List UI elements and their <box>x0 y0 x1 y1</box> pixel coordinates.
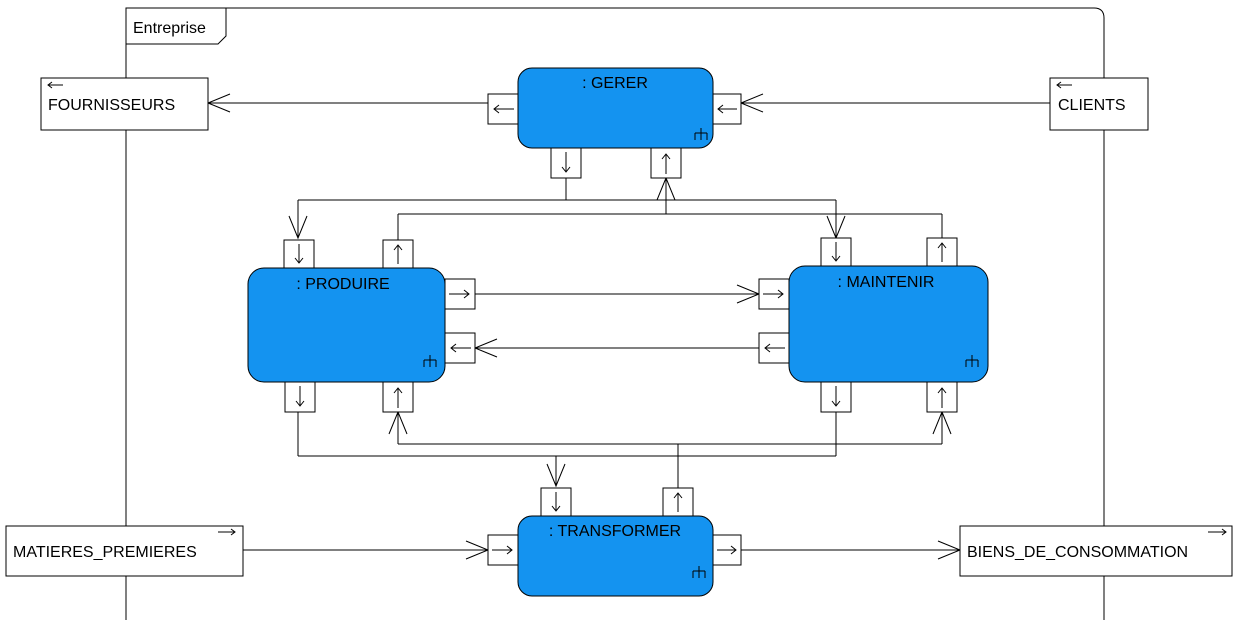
port-in-icon <box>926 381 958 413</box>
gerer-label: : GERER <box>582 75 648 92</box>
port-out-icon <box>712 534 742 566</box>
port-out-icon <box>926 237 958 267</box>
clients-label: CLIENTS <box>1058 97 1126 114</box>
maintenir-label: : MAINTENIR <box>838 274 935 291</box>
external-fournisseurs[interactable]: FOURNISSEURS <box>40 77 209 131</box>
fournisseurs-label: FOURNISSEURS <box>48 97 175 114</box>
port-in-icon <box>47 81 63 89</box>
port-out-icon <box>284 381 316 413</box>
port-in-icon <box>820 237 852 267</box>
port-out-icon <box>758 332 790 364</box>
port-out-icon <box>382 239 414 269</box>
produire-label: : PRODUIRE <box>296 276 389 293</box>
container-entreprise: Entreprise <box>125 7 1105 620</box>
port-in-icon <box>712 93 742 125</box>
component-gerer[interactable]: : GERER <box>487 67 742 179</box>
external-biens-de-consommation[interactable]: BIENS_DE_CONSOMMATION <box>959 525 1233 577</box>
port-out-icon <box>820 381 852 413</box>
port-in-icon <box>487 534 519 566</box>
port-out-icon <box>662 487 694 517</box>
component-produire[interactable]: : PRODUIRE <box>247 239 476 413</box>
container-label: Entreprise <box>133 20 206 37</box>
external-matieres-premieres[interactable]: MATIERES_PREMIERES <box>5 525 244 577</box>
produire-body <box>247 267 446 383</box>
port-in-icon <box>283 239 315 269</box>
port-in-icon <box>540 487 572 517</box>
port-out-icon <box>550 147 582 179</box>
component-transformer[interactable]: : TRANSFORMER <box>487 487 742 597</box>
port-out-icon <box>444 278 476 310</box>
port-out-icon <box>487 93 519 125</box>
biens-label: BIENS_DE_CONSOMMATION <box>967 544 1188 561</box>
port-in-icon <box>1056 81 1072 89</box>
container-tab <box>125 7 227 45</box>
component-maintenir[interactable]: : MAINTENIR <box>758 237 989 413</box>
matieres-label: MATIERES_PREMIERES <box>13 544 197 561</box>
port-in-icon <box>444 332 476 364</box>
port-in-icon <box>650 147 682 179</box>
external-clients[interactable]: CLIENTS <box>1049 77 1149 131</box>
port-out-icon <box>1208 528 1227 536</box>
port-in-icon <box>758 278 790 310</box>
transformer-label: : TRANSFORMER <box>549 523 681 540</box>
port-in-icon <box>382 381 414 413</box>
maintenir-body <box>788 265 989 383</box>
port-out-icon <box>218 528 236 536</box>
